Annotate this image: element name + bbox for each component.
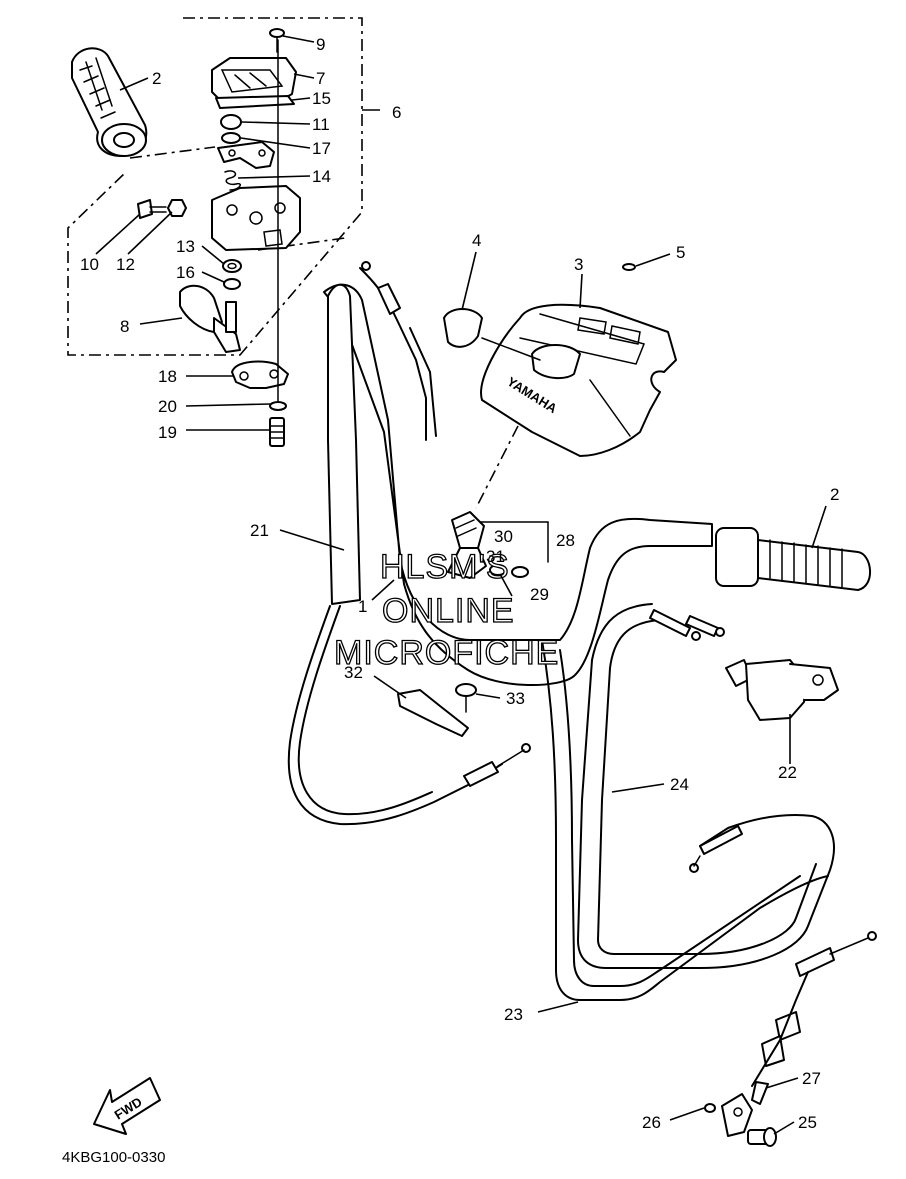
callout-1: 1 (358, 597, 367, 616)
throttle-cable-end (361, 261, 531, 787)
clamp-bolt[interactable] (269, 417, 285, 447)
callout-2-right-grip: 2 (830, 485, 839, 504)
callout-7: 7 (316, 69, 325, 88)
right-grip[interactable] (715, 527, 872, 591)
callout-labels: 2 9 7 15 6 11 17 14 10 12 13 16 8 18 20 … (80, 35, 839, 1132)
callout-16: 16 (176, 263, 195, 282)
throttle-cover-gasket[interactable] (215, 95, 295, 109)
adjust-bolt[interactable] (137, 199, 167, 219)
callout-21: 21 (250, 521, 269, 540)
forward-direction-arrow: FWD (93, 1077, 161, 1135)
callout-20: 20 (158, 397, 177, 416)
callout-29: 29 (530, 585, 549, 604)
cable-23-lower (751, 971, 809, 1087)
callout-27: 27 (802, 1069, 821, 1088)
throttle-lever[interactable] (179, 284, 241, 353)
clutch-cable-23[interactable] (541, 639, 829, 1001)
callout-15: 15 (312, 89, 331, 108)
lower-clamp[interactable] (231, 360, 289, 389)
nut[interactable] (220, 114, 242, 130)
brake-cable-24-outer (596, 619, 817, 955)
clamp-washer[interactable] (269, 401, 287, 411)
throttle-cable-upper-outer (409, 327, 437, 437)
callout-9: 9 (316, 35, 325, 54)
handlebar[interactable] (323, 283, 713, 687)
return-spring[interactable] (224, 170, 242, 191)
callout-31: 31 (486, 547, 505, 566)
emblem[interactable] (443, 308, 483, 348)
callout-17: 17 (312, 139, 331, 158)
washer-16[interactable] (223, 278, 241, 290)
lever-holder[interactable] (721, 1093, 753, 1137)
callout-13: 13 (176, 237, 195, 256)
clutch-cable-23-outer (559, 649, 801, 987)
callout-28: 28 (556, 531, 575, 550)
brake-light-switch[interactable] (725, 659, 839, 721)
callout-30: 30 (494, 527, 513, 546)
throttle-housing[interactable] (211, 185, 301, 251)
group-outline-link (129, 146, 216, 159)
callout-23: 23 (504, 1005, 523, 1024)
callout-22: 22 (778, 763, 797, 782)
cover-switch-link (475, 425, 519, 509)
callout-4: 4 (472, 231, 481, 250)
callout-11: 11 (312, 115, 330, 134)
brake-cable-ends (649, 609, 743, 873)
emblem-leader (481, 337, 541, 361)
watermark-line-1: HLSM'S (380, 548, 510, 586)
callout-3: 3 (574, 255, 583, 274)
spring-plate[interactable] (751, 1081, 769, 1105)
cover-screw[interactable] (269, 28, 285, 53)
group-outline-link-2 (257, 237, 346, 251)
watermark-line-3: MICROFICHE (334, 634, 559, 672)
washer-13-hole (227, 262, 237, 270)
callout-2-left-grip: 2 (152, 69, 161, 88)
washer-13[interactable] (222, 259, 242, 273)
bracket-bolt[interactable] (455, 683, 477, 713)
brake-cable-24[interactable] (576, 603, 835, 969)
handlebar-switch[interactable] (447, 511, 529, 579)
cable-guide-bracket[interactable] (397, 689, 469, 737)
throttle-cable-outer (297, 605, 433, 816)
callout-24: 24 (670, 775, 689, 794)
cable-21-tube (327, 283, 361, 605)
callout-19: 19 (158, 423, 177, 442)
callout-14: 14 (312, 167, 331, 186)
callout-6: 6 (392, 103, 401, 122)
throttle-cable[interactable] (287, 605, 503, 826)
callout-18: 18 (158, 367, 177, 386)
callout-25: 25 (798, 1113, 817, 1132)
washer[interactable] (221, 132, 241, 144)
throttle-cover[interactable] (211, 57, 297, 103)
left-grip[interactable] (71, 47, 148, 157)
callout-5: 5 (676, 243, 685, 262)
throttle-assembly-group-outline (67, 17, 363, 356)
callout-10: 10 (80, 255, 99, 274)
callout-33: 33 (506, 689, 525, 708)
throttle-lever-arm[interactable] (217, 141, 275, 169)
diagram-code: 4KBG100-0330 (62, 1149, 165, 1166)
adjust-nut[interactable] (167, 199, 187, 217)
callout-26: 26 (642, 1113, 661, 1132)
handlebar-cover[interactable]: YAMAHA (480, 303, 677, 457)
cover-clip[interactable] (622, 263, 636, 271)
callout-12: 12 (116, 255, 135, 274)
pivot-bolt[interactable] (747, 1127, 777, 1147)
callout-8: 8 (120, 317, 129, 336)
leader-lines (95, 35, 827, 1135)
watermark-line-2: ONLINE (382, 592, 515, 630)
circlip[interactable] (704, 1103, 716, 1113)
callout-32: 32 (344, 663, 363, 682)
clutch-cable-end (761, 931, 877, 1067)
